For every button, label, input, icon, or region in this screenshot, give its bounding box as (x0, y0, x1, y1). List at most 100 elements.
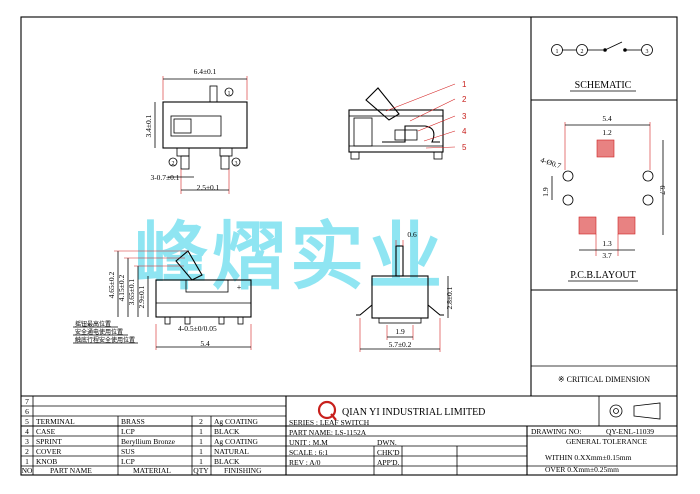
schematic-pin-2-label: 2 (581, 49, 584, 55)
end-dim-knob: 0.6 (407, 230, 417, 239)
rev: REV : A/0 (289, 458, 321, 467)
bom-part: KNOB (36, 457, 57, 466)
top-pin-mark-3: 3 (235, 161, 238, 167)
tolerance-within: WITHIN 0.XXmm±0.15mm (545, 453, 632, 462)
end-dim-pins: 1.9 (395, 327, 405, 336)
end-dim-width: 5.7±0.2 (389, 340, 412, 349)
bom-part: COVER (36, 447, 61, 456)
top-body (162, 101, 248, 149)
front-dim-4: 2.9±0.1 (137, 285, 146, 308)
dwn: DWN. (377, 438, 397, 447)
bom-no: 1 (25, 457, 29, 466)
front-knob (175, 250, 203, 281)
schematic-title: SCHEMATIC (575, 80, 632, 91)
bom-qty: 1 (199, 447, 203, 456)
pcb-pad-top (596, 139, 615, 158)
bom-header-material: MATERIAL (133, 466, 171, 475)
appd: APP'D. (377, 458, 400, 467)
top-dim-pitch: 2.5±0.1 (197, 183, 220, 192)
bom-material: Beryllium Bronze (121, 437, 176, 446)
bom-material: BRASS (121, 417, 145, 426)
pcb-hole-2 (642, 170, 654, 182)
front-plus-mark: + (237, 283, 242, 292)
schematic-pin-3 (641, 44, 653, 56)
bom-material: SUS (121, 447, 135, 456)
pcb-pad-left (578, 216, 597, 235)
bom-qty: 2 (199, 417, 203, 426)
note-knob-top: 摇钮最高位置 (75, 320, 111, 328)
top-dim-width: 3.4±0.1 (144, 114, 153, 137)
bom-finish: NATURAL (214, 447, 249, 456)
drawing-no: QY-ENL-11039 (606, 427, 654, 436)
bom-material: LCP (121, 427, 135, 436)
pcb-dim-span: 3.7 (602, 251, 612, 260)
front-dim-1: 4.65±0.2 (107, 271, 116, 298)
schematic-pin-3-label: 3 (646, 49, 649, 55)
bom-material: LCP (121, 457, 135, 466)
company-name: QIAN YI INDUSTRIAL LIMITED (342, 407, 485, 418)
bom-no: 3 (25, 437, 29, 446)
series: SERIES : LEAF SWITCH (289, 418, 370, 427)
bom-no: 2 (25, 447, 29, 456)
bom-header-qty: QTY (193, 466, 209, 475)
top-dim-length: 6.4±0.1 (194, 67, 217, 76)
pcb-dim-pad: 1.2 (602, 128, 612, 137)
bom-qty: 1 (199, 437, 203, 446)
tolerance-over: OVER 0.Xmm±0.25mm (545, 465, 619, 474)
bom-no: 4 (25, 427, 29, 436)
note-bottom-stroke: 触底行程安全使用位置 (75, 336, 135, 344)
top-pin-left (180, 155, 190, 170)
bom-part: SPRINT (36, 437, 62, 446)
front-view: + 4.65±0.2 4.15±0.2 3.65±0.1 2.9±0.1 4-0… (73, 250, 252, 350)
callout-3: 3 (462, 112, 467, 121)
note-safe-position: 安全通电使用位置 (75, 328, 123, 336)
callout-5: 5 (462, 143, 467, 152)
callout-2: 2 (462, 95, 467, 104)
top-pin-right (220, 155, 230, 170)
top-dim-pin: 3-0.7±0.1 (150, 173, 179, 182)
company-logo-icon (317, 400, 337, 420)
bom-row-6-no: 6 (25, 407, 29, 416)
general-tolerance: GENERAL TOLERANCE (566, 437, 647, 446)
pcb-dim-height: 6.7 (658, 185, 667, 195)
bom-finish: Ag COATING (214, 417, 259, 426)
end-view: 0.6 2.8±0.1 1.9 5.7±0.2 (356, 230, 454, 352)
callout-1: 1 (462, 80, 467, 89)
bom-qty: 1 (199, 427, 203, 436)
switch-lever (604, 41, 623, 51)
bom-finish: BLACK (214, 457, 240, 466)
pcb-pad-right (617, 216, 636, 235)
bom-finish: Ag COATING (214, 437, 259, 446)
top-pin-upper (209, 85, 218, 103)
pcb-dim-holes: 4-Ø0.7 (539, 155, 562, 170)
outer-frame (20, 16, 678, 476)
bom-header-finish: FINISHING (224, 466, 262, 475)
bom-header-part: PART NAME (50, 466, 92, 475)
pcb-hole-1 (562, 170, 574, 182)
top-pin-right-upper (219, 147, 233, 157)
side-view: 1 2 3 4 5 (348, 80, 467, 160)
top-knob (173, 118, 192, 134)
side-spring (382, 125, 440, 143)
top-pin-left-upper (176, 147, 190, 157)
top-view: 6.4±0.1 1 3.4±0.1 2 3 2.5±0.1 3-0.7±0.1 (144, 67, 248, 194)
unit: UNIT : M.M (289, 438, 328, 447)
bom-row-7-no: 7 (25, 397, 29, 406)
projection-symbol-icon (609, 404, 623, 418)
pcb-dim-hole-spacing: 1.9 (541, 187, 550, 197)
pcb-title: P.C.B.LAYOUT (570, 270, 635, 281)
callout-4: 4 (462, 127, 467, 136)
bom-header-no: NO (22, 466, 33, 475)
front-dim-3: 3.65±0.1 (127, 278, 136, 305)
scale: SCALE : 6:1 (289, 448, 328, 457)
critical-dimension-note: ※ CRITICAL DIMENSION (558, 375, 650, 384)
bom-finish: BLACK (214, 427, 240, 436)
drawing-no-label: DRAWING NO: (531, 427, 581, 436)
bom-no: 5 (25, 417, 29, 426)
pcb-hole-3 (562, 194, 574, 206)
pcb-layout: 5.4 1.2 4-Ø0.7 1.9 6.7 1.3 3.7 P.C.B.LAY… (539, 114, 667, 282)
top-slot (170, 115, 222, 137)
pcb-hole-4 (642, 194, 654, 206)
bom-part: TERMINAL (36, 417, 75, 426)
